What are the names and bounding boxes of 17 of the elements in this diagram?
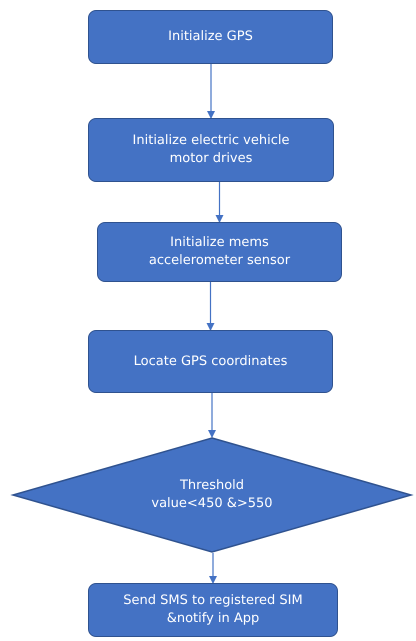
decision-diamond: [12, 437, 412, 553]
node-label: Initialize GPS: [168, 28, 253, 46]
arrow: [209, 553, 217, 584]
process-box: [88, 118, 334, 182]
node-label: Initialize electric vehicle motor drives: [132, 132, 290, 168]
arrow: [206, 282, 214, 331]
node-label: Threshold value<450 &>550: [150, 477, 274, 513]
arrow: [207, 64, 215, 119]
process-box: [88, 583, 338, 637]
arrow: [216, 182, 224, 223]
node-label: Send SMS to registered SIM &notify in App: [122, 592, 304, 628]
process-box: [88, 10, 333, 64]
process-box: [97, 222, 342, 282]
arrow: [208, 393, 216, 438]
node-label: Initialize mems accelerometer sensor: [148, 234, 292, 270]
process-box: [88, 330, 333, 393]
node-label: Locate GPS coordinates: [134, 352, 288, 370]
